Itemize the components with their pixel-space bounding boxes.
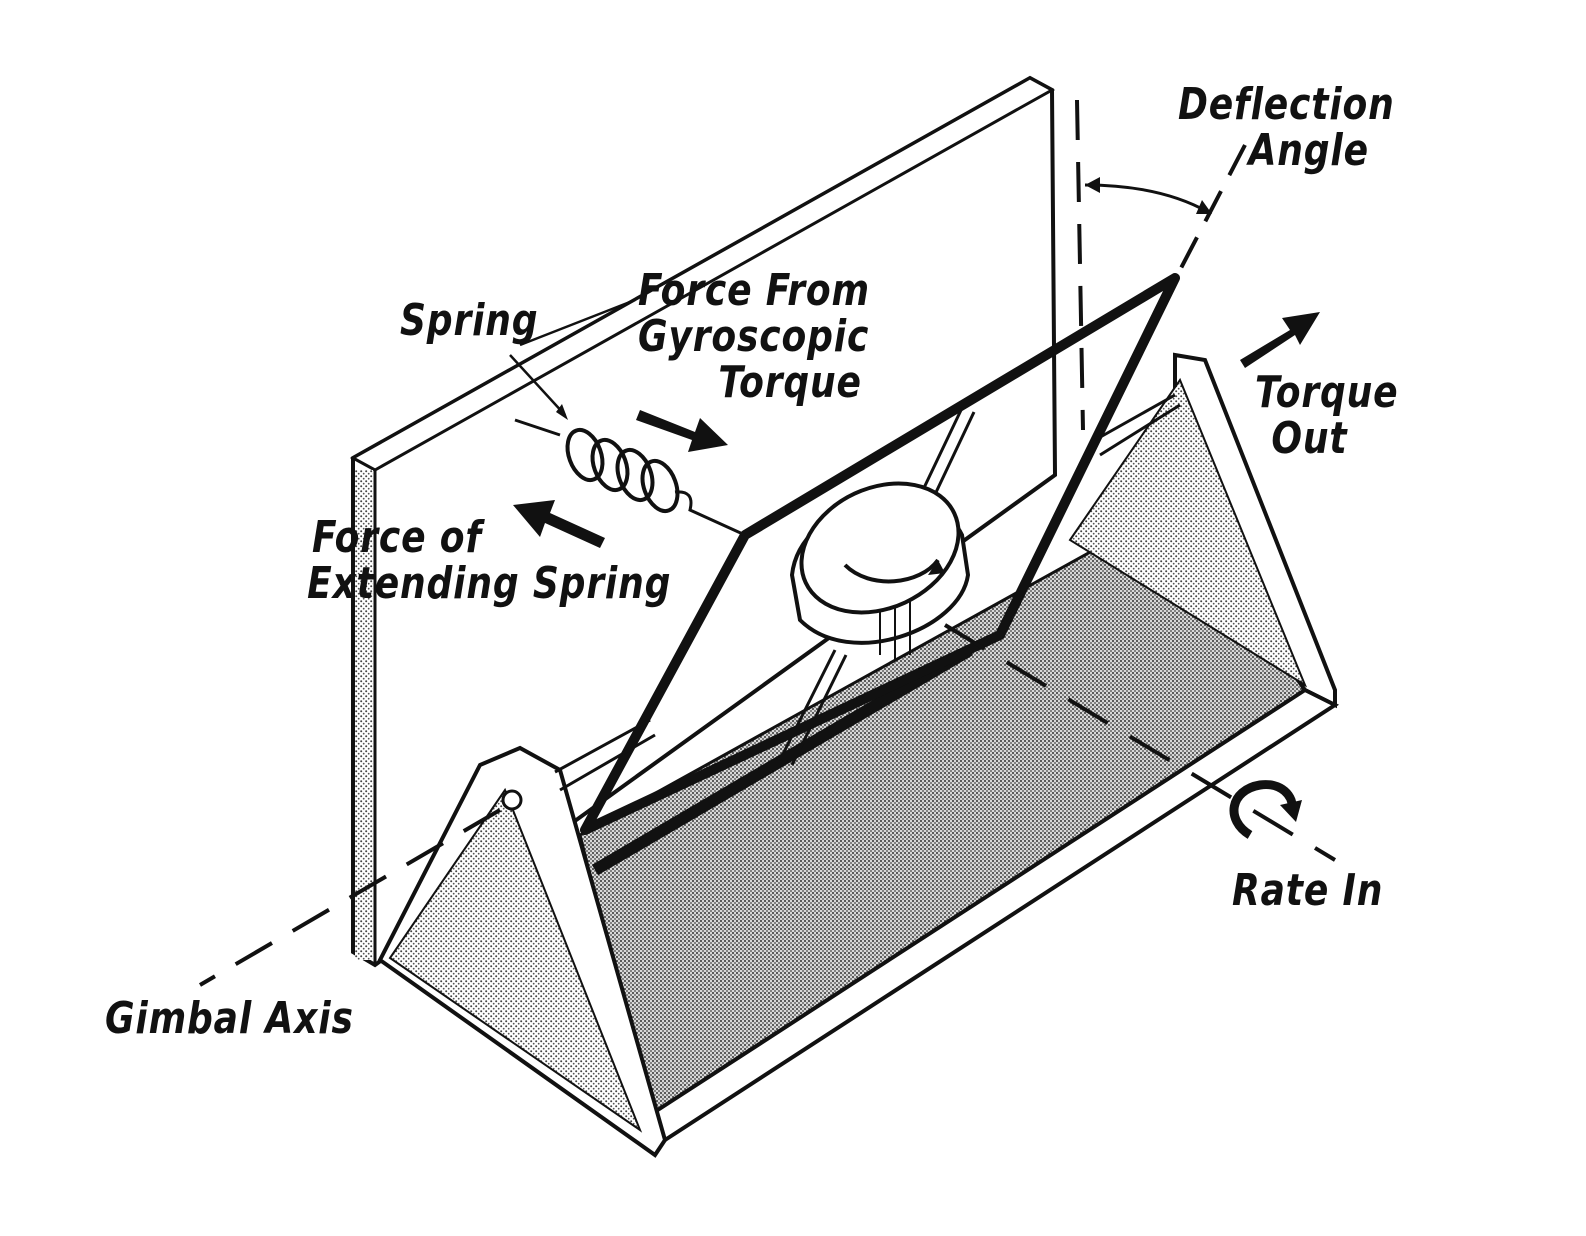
gimbal-axis-line <box>198 808 502 987</box>
force-from-label-line1: Force From <box>638 265 870 316</box>
deflection-angle-label-line1: Deflection <box>1178 79 1395 130</box>
trough-base <box>377 352 1340 1158</box>
gyroscopic-force-arrow <box>636 410 728 452</box>
torque-out-label-line1: Torque <box>1255 367 1399 418</box>
spring-label: Spring <box>400 298 538 344</box>
deflection-angle-indicator <box>1075 99 1247 431</box>
force-of-label-line2: Extending Spring <box>307 558 672 609</box>
spring-force-arrow <box>513 500 605 548</box>
rate-in-label-text: Rate In <box>1232 865 1384 916</box>
torque-out-label: Torque Out <box>1255 370 1398 462</box>
rate-in-label: Rate In <box>1232 868 1383 914</box>
force-from-label-line2: Gyroscopic <box>638 311 870 362</box>
force-label-leader-line <box>519 298 636 347</box>
force-of-label-line1: Force of <box>312 512 482 563</box>
spring-coil <box>514 418 746 537</box>
force-from-label-line3: Torque <box>718 357 862 408</box>
torque-out-arrow <box>1240 312 1320 368</box>
gimbal-axis-label-text: Gimbal Axis <box>105 993 354 1044</box>
spring-leader-line <box>509 354 566 416</box>
deflection-angle-label: Deflection Angle <box>1178 82 1395 174</box>
rate-in-arrow <box>1229 780 1302 839</box>
spring-leader-arrowhead <box>556 404 568 420</box>
gimbal-frame <box>554 273 1181 835</box>
force-of-extending-spring-label: Force of Extending Spring <box>307 512 671 607</box>
torque-out-label-line2: Out <box>1271 413 1348 464</box>
rotor-wheel <box>789 481 971 660</box>
deflection-angle-label-line2: Angle <box>1248 125 1369 176</box>
gimbal-axis-label: Gimbal Axis <box>105 996 354 1042</box>
back-panel <box>349 75 1058 968</box>
force-from-gyroscopic-torque-label: Force From Gyroscopic Torque <box>638 268 870 406</box>
spring-label-text: Spring <box>400 295 539 346</box>
input-axis-line <box>943 623 1337 862</box>
